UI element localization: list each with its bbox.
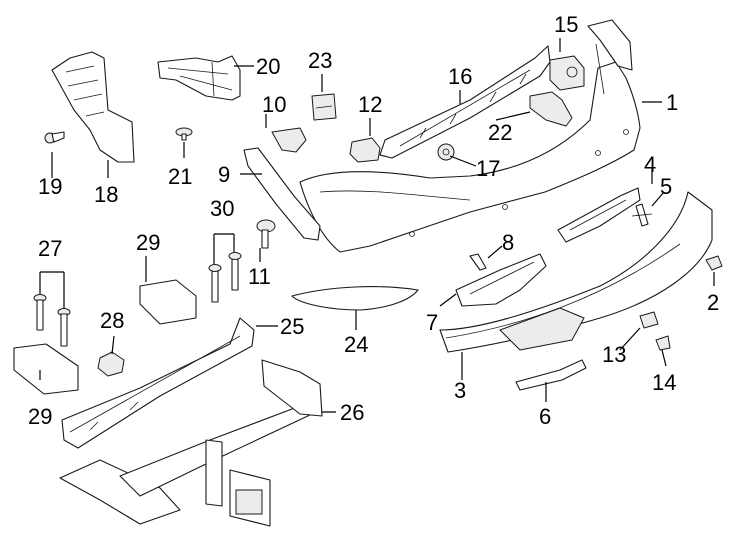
part-14-clip [655,335,671,351]
part-21-push-pin [175,127,193,141]
part-18-side-bracket [51,51,135,163]
callout-3: 3 [454,378,466,403]
part-10-clip [271,127,307,153]
leader-lines [39,38,715,413]
part-29-spacer-upper [139,279,197,325]
part-17-nut [437,143,455,161]
part-26-tow-hitch [59,359,323,527]
part-29-spacer-lower [13,343,79,395]
callout-2: 2 [707,290,719,315]
part-22-bracket [529,91,573,127]
callout-29-lower: 29 [28,404,52,429]
callout-18: 18 [94,182,118,207]
callout-26: 26 [340,400,364,425]
callout-28: 28 [100,308,124,333]
callout-29-upper: 29 [136,230,160,255]
callout-16: 16 [448,64,472,89]
part-24-reflector [291,286,419,311]
part-20-bracket [157,55,241,101]
part-11-screw [256,219,276,249]
callout-25: 25 [280,314,304,339]
callout-20: 20 [256,54,280,79]
part-16-bracket [379,45,551,159]
callout-19: 19 [38,174,62,199]
callout-1: 1 [666,90,678,115]
callout-21: 21 [168,164,192,189]
part-12-connector [349,137,381,163]
callout-30: 30 [210,196,234,221]
callout-17: 17 [476,156,500,181]
callout-8: 8 [502,230,514,255]
callout-24: 24 [344,332,368,357]
part-2-clip [705,255,723,271]
part-28-nut [97,351,125,377]
callout-27: 27 [38,236,62,261]
callout-5: 5 [660,174,672,199]
part-6-strip [515,359,587,391]
part-25-reinforcement [61,317,255,449]
callout-labels: 1 2 3 4 5 6 7 8 9 10 11 12 13 14 15 16 1… [28,12,719,429]
callout-11: 11 [248,264,271,289]
callout-7: 7 [426,310,438,335]
part-5-retainer [631,203,653,227]
callout-6: 6 [539,404,551,429]
part-8-screw [469,253,487,271]
callout-12: 12 [358,92,382,117]
callout-13: 13 [602,342,626,367]
part-1-bumper-cover [299,19,641,253]
callout-15: 15 [554,12,578,37]
part-13-clip [639,311,659,329]
part-19-bolt [44,131,65,144]
part-7-bracket [455,253,547,307]
callout-4: 4 [644,152,656,177]
callout-22: 22 [488,120,512,145]
part-15-sensor [549,55,585,91]
part-27-bolts [33,294,71,347]
part-4-trim-panel [557,187,641,243]
part-30-bolts [208,252,242,303]
callout-10: 10 [262,92,286,117]
callout-14: 14 [652,370,676,395]
callout-9: 9 [218,162,230,187]
part-9-trim-strip [243,147,321,241]
callout-23: 23 [308,48,332,73]
part-23-module [311,93,337,121]
part-3-lower-valance [439,191,713,353]
